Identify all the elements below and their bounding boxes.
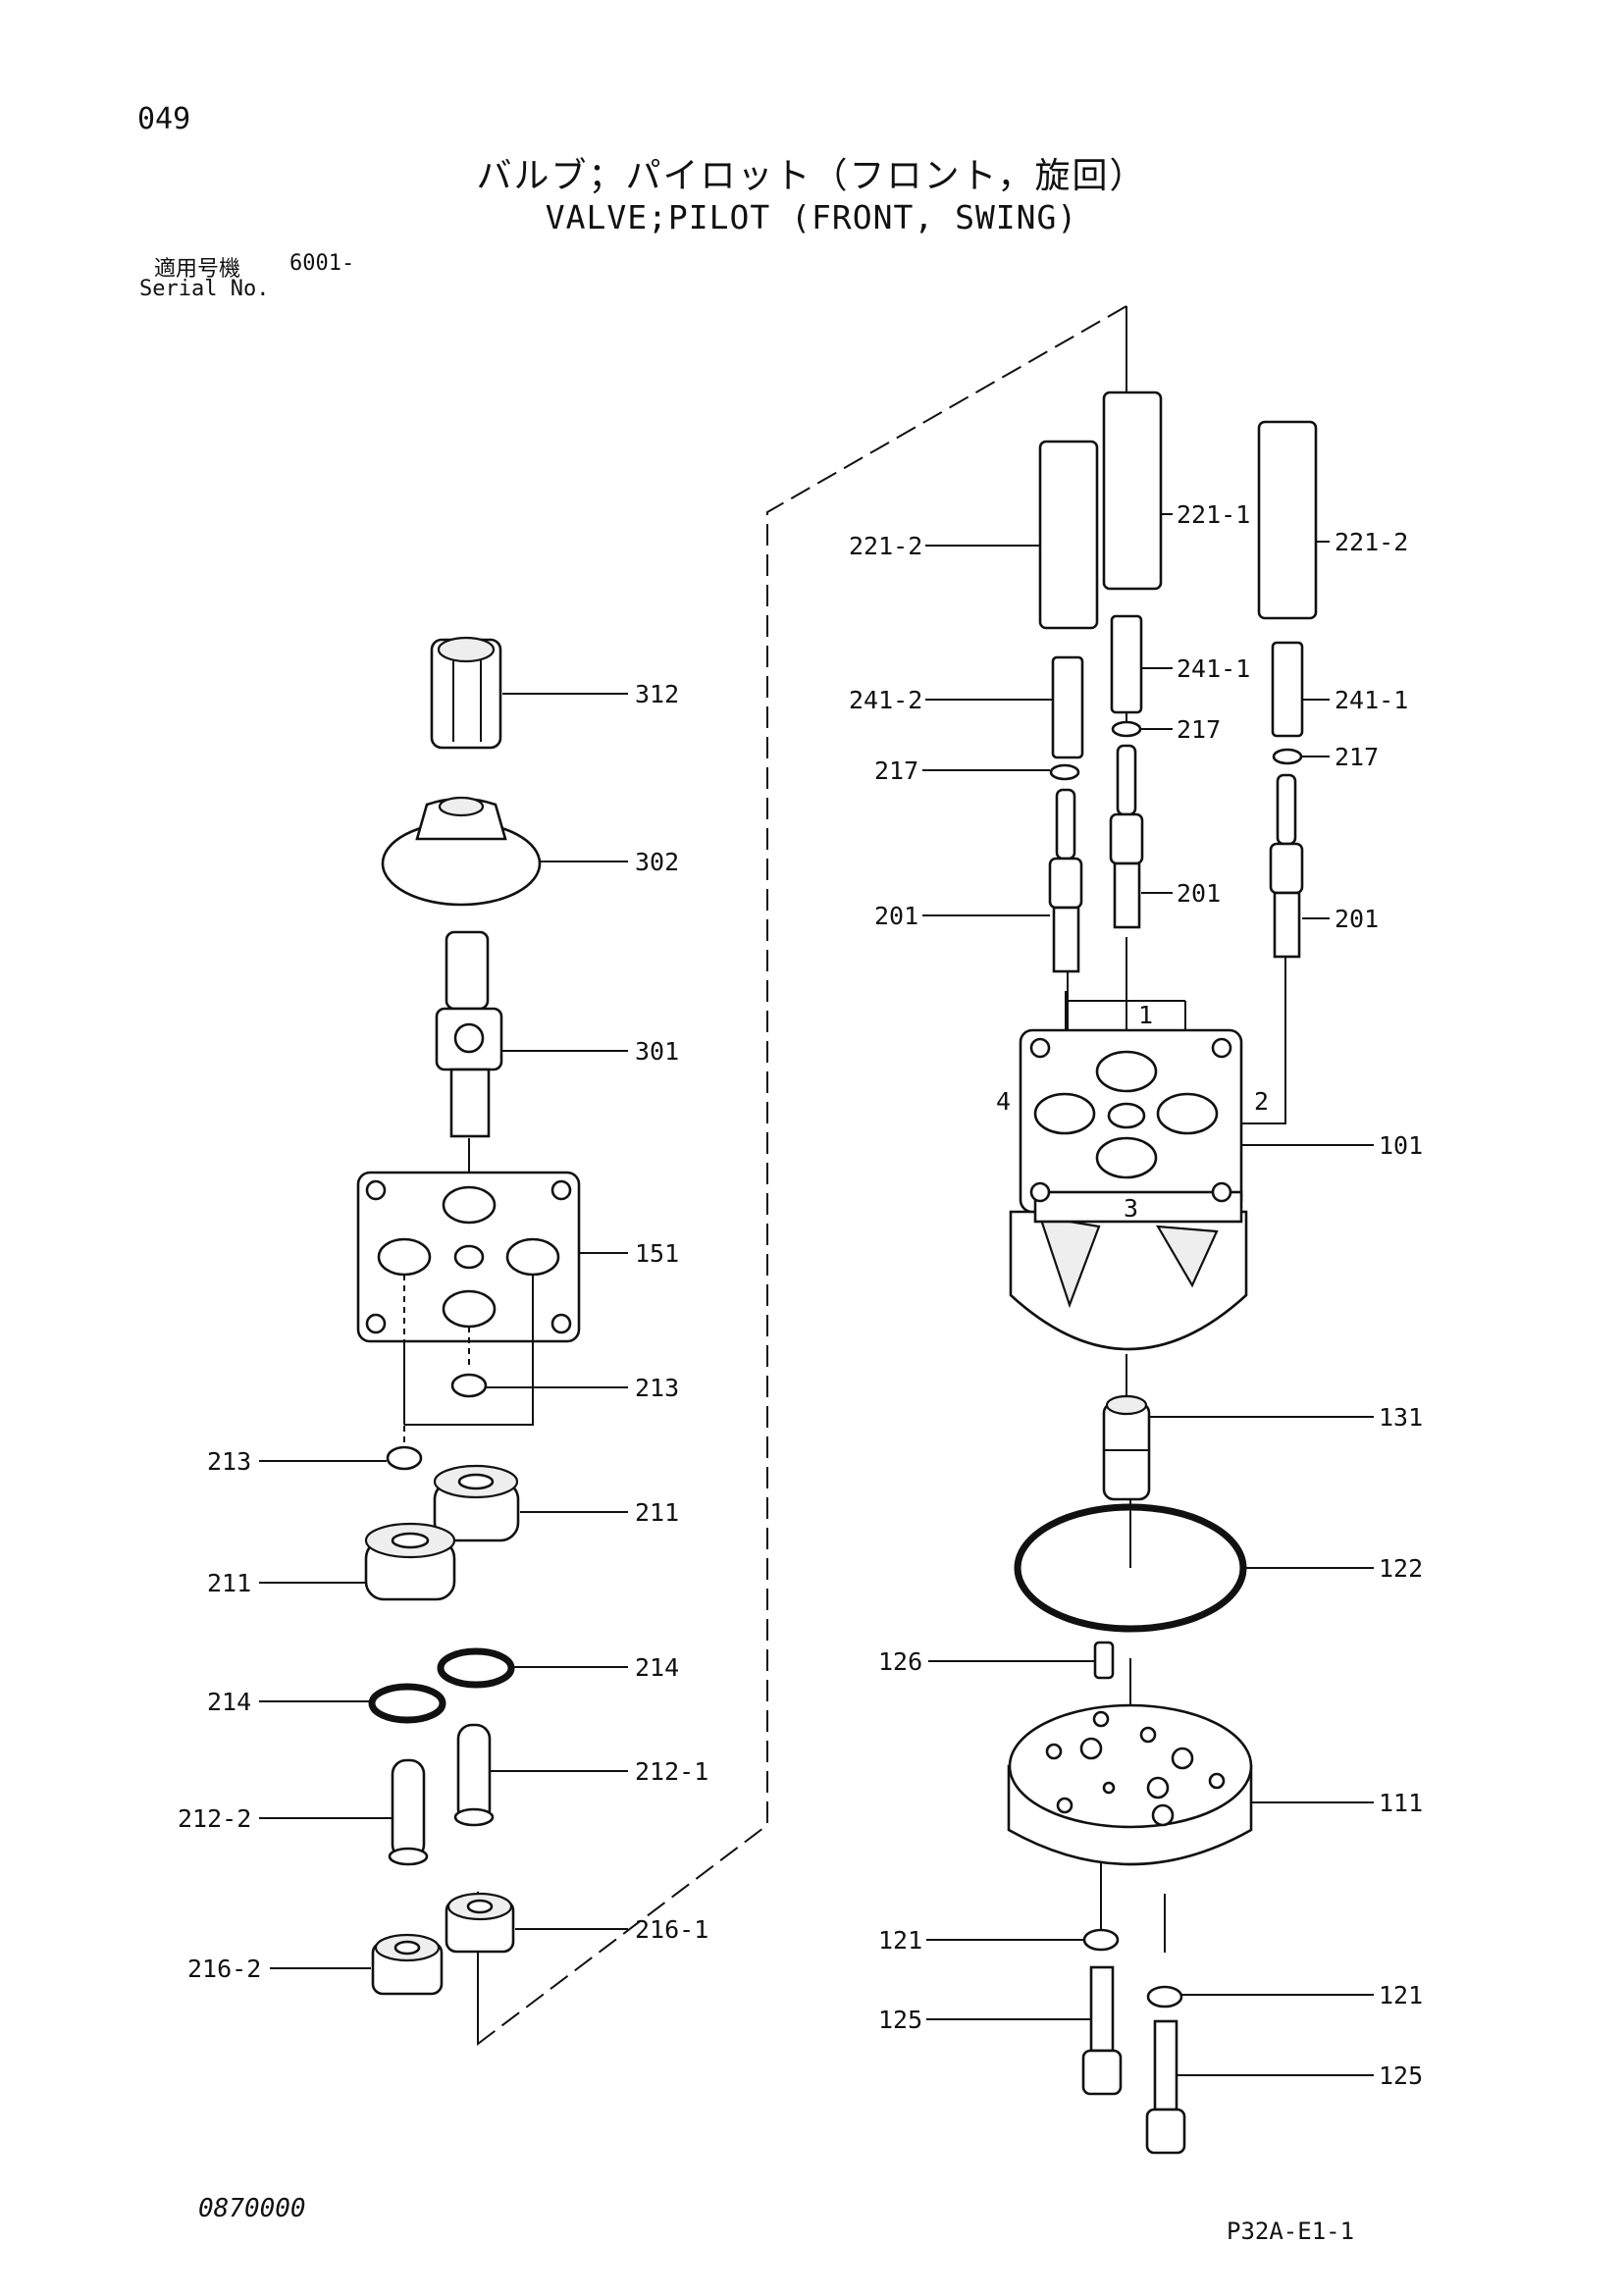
callout-126: 126 [878, 1647, 922, 1676]
part-121-washer-right [1146, 1985, 1183, 2009]
callout-101: 101 [1379, 1131, 1423, 1160]
part-301-joint-shaft [435, 930, 503, 1138]
part-241-2-spring [1051, 655, 1084, 759]
callout-214-right: 214 [635, 1653, 679, 1682]
part-121-washer-left [1082, 1928, 1120, 1952]
callout-201-right: 201 [1335, 905, 1379, 933]
part-302-disc [381, 796, 542, 907]
part-214-oring-left [368, 1683, 446, 1724]
callout-201-center: 201 [1177, 879, 1221, 908]
serial-value: 6001- [289, 251, 355, 276]
part-213-ring-upper [450, 1373, 488, 1398]
port-number-3: 3 [1124, 1194, 1138, 1223]
callout-221-2-right: 221-2 [1335, 528, 1408, 556]
callout-241-1-center: 241-1 [1177, 654, 1250, 683]
part-131-plug [1102, 1394, 1151, 1501]
part-212-2-piston [388, 1758, 429, 1866]
callout-151: 151 [635, 1239, 679, 1268]
part-213-ring-lower [386, 1445, 423, 1471]
part-211-seal-lower [364, 1522, 456, 1601]
part-201-spool-right [1269, 773, 1304, 959]
part-221-2-spring-left [1038, 440, 1099, 630]
callout-302: 302 [635, 848, 679, 876]
port-number-2: 2 [1254, 1087, 1269, 1116]
callout-221-1: 221-1 [1177, 500, 1250, 529]
part-101-casing [1009, 1028, 1248, 1351]
callout-217-center: 217 [1177, 715, 1221, 744]
callout-211-lower: 211 [207, 1569, 251, 1597]
callout-111: 111 [1379, 1789, 1423, 1817]
callout-214-left: 214 [207, 1688, 251, 1716]
callout-241-1-right: 241-1 [1335, 686, 1408, 714]
callout-121-left: 121 [878, 1926, 922, 1955]
part-201-spool-left [1048, 788, 1083, 973]
callout-212-2: 212-2 [178, 1804, 251, 1833]
part-221-2-spring-right [1257, 420, 1318, 620]
part-214-oring-right [437, 1647, 515, 1689]
port-number-4: 4 [996, 1087, 1011, 1116]
title-english: VALVE;PILOT (FRONT, SWING) [545, 198, 1078, 236]
part-217-washer-center [1111, 720, 1142, 738]
title-japanese: バルブ；パイロット（フロント，旋回） [476, 156, 1147, 196]
part-312-cap-nut [430, 636, 502, 750]
part-241-1-spring-right [1271, 641, 1304, 738]
part-126-pin [1093, 1641, 1115, 1680]
page-number: 049 [137, 102, 191, 136]
part-211-seal-upper [433, 1464, 520, 1542]
callout-216-2: 216-2 [187, 1955, 261, 1983]
part-217-washer-left [1049, 763, 1080, 781]
serial-label-japanese: 適用号機 [154, 257, 241, 282]
page-reference: P32A-E1-1 [1227, 2218, 1355, 2245]
callout-217-left: 217 [874, 757, 918, 785]
part-212-1-piston [453, 1723, 495, 1827]
callout-122: 122 [1379, 1554, 1423, 1583]
callout-217-right: 217 [1335, 743, 1379, 771]
part-216-2-nut [371, 1933, 444, 1996]
part-241-1-spring-center [1110, 614, 1143, 714]
callout-312: 312 [635, 680, 679, 708]
callout-leaders [259, 513, 1374, 2076]
callout-216-1: 216-1 [635, 1915, 708, 1944]
callout-131: 131 [1379, 1403, 1423, 1432]
callout-125-left: 125 [878, 2006, 922, 2034]
part-125-bolt-right [1145, 2019, 1186, 2155]
part-221-1-spring-center [1102, 391, 1163, 591]
callout-221-2-left: 221-2 [849, 532, 922, 560]
callout-213-upper: 213 [635, 1374, 679, 1402]
callout-213-lower: 213 [207, 1447, 251, 1476]
part-216-1-nut [445, 1892, 515, 1954]
callout-241-2: 241-2 [849, 686, 922, 714]
port-number-1: 1 [1138, 1001, 1153, 1029]
part-151-leaders [403, 1138, 534, 1442]
callout-212-1: 212-1 [635, 1757, 708, 1786]
part-217-washer-right [1272, 748, 1303, 765]
part-151-plate [356, 1171, 581, 1343]
document-code: 0870000 [198, 2194, 306, 2223]
part-201-spool-center [1109, 744, 1144, 929]
callout-211-upper: 211 [635, 1498, 679, 1527]
callout-125-right: 125 [1379, 2061, 1423, 2090]
part-125-bolt-left [1081, 1965, 1123, 2096]
callout-201-left: 201 [874, 902, 918, 930]
callout-301: 301 [635, 1037, 679, 1066]
callout-121-right: 121 [1379, 1981, 1423, 2009]
serial-label-english: Serial No. [139, 277, 270, 301]
part-111-base [1007, 1703, 1253, 1866]
